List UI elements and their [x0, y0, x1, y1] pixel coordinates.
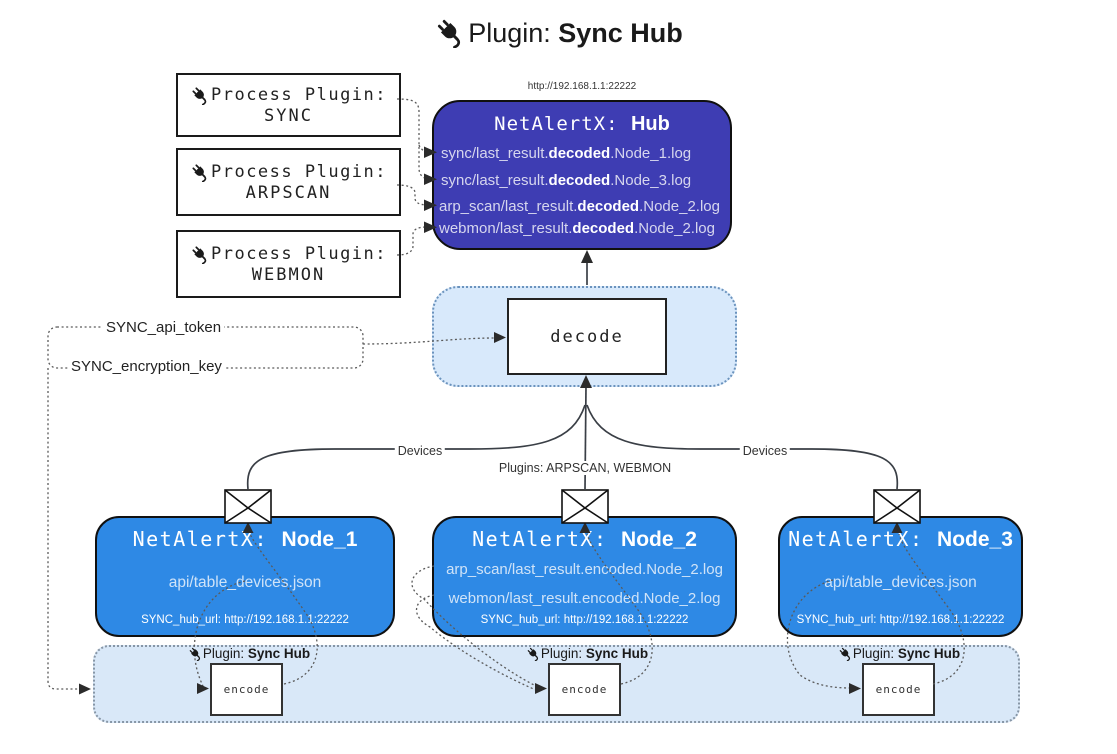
hub-log-line: webmon/last_result.decoded.Node_2.log	[439, 220, 715, 237]
edge-webmon-to-hub	[396, 226, 428, 256]
hub-log-line: sync/last_result.decoded.Node_3.log	[441, 172, 692, 189]
hub-log-line: arp_scan/last_result.decoded.Node_2.log	[439, 198, 720, 215]
encode-box-2: encode	[548, 663, 621, 716]
node-hub-url: SYNC_hub_url: http://192.168.1.1:22222	[480, 614, 689, 626]
edge-sync-to-hub	[396, 98, 431, 180]
edge-key-to-encode-panel	[47, 368, 80, 690]
encode-box-1: encode	[210, 663, 283, 716]
process-plugin-label: Process Plugin:	[210, 84, 388, 105]
page-title: Plugin: Sync Hub	[0, 16, 1117, 50]
plugins-label-middle: Plugins: ARPSCAN, WEBMON	[495, 461, 675, 475]
process-plugin-name: ARPSCAN	[245, 182, 332, 203]
edge-arpscan-to-hub	[396, 184, 429, 206]
process-plugin-name: WEBMON	[251, 264, 326, 285]
node-box-1: NetAlertX: Node_1 api/table_devices.json…	[95, 516, 395, 637]
node-box-2: NetAlertX: Node_2 arp_scan/last_result.e…	[432, 516, 737, 637]
devices-label-left: Devices	[394, 444, 446, 458]
process-plugin-box-sync: Process Plugin: SYNC	[176, 73, 401, 137]
decode-box: decode	[507, 298, 667, 375]
node-file: api/table_devices.json	[168, 574, 322, 591]
node-hub-url: SYNC_hub_url: http://192.168.1.1:22222	[796, 614, 1005, 626]
plug-icon	[190, 84, 210, 105]
api-token-label: SYNC_api_token	[103, 319, 225, 336]
encryption-key-label: SYNC_encryption_key	[68, 358, 225, 375]
process-plugin-box-webmon: Process Plugin: WEBMON	[176, 230, 401, 298]
hub-url-label: http://192.168.1.1:22222	[527, 81, 637, 92]
devices-label-right: Devices	[739, 444, 791, 458]
node-title: NetAlertX: Node_3	[788, 527, 1013, 551]
plug-icon	[837, 646, 854, 662]
encode-plugin-label: Plugin: Sync Hub	[187, 646, 310, 662]
node-file: arp_scan/last_result.encoded.Node_2.log	[446, 561, 723, 578]
node-file: webmon/last_result.encoded.Node_2.log	[448, 590, 721, 607]
plug-icon	[187, 646, 204, 662]
hub-box: NetAlertX: Hub sync/last_result.decoded.…	[432, 100, 732, 250]
node-title: NetAlertX: Node_1	[132, 527, 358, 551]
node-box-3: NetAlertX: Node_3 api/table_devices.json…	[778, 516, 1023, 637]
plug-icon	[525, 646, 542, 662]
plug-icon	[434, 16, 467, 50]
process-plugin-label: Process Plugin:	[210, 161, 388, 182]
process-plugin-name: SYNC	[264, 105, 313, 126]
hub-title: NetAlertX: Hub	[494, 113, 670, 135]
plug-icon	[190, 243, 210, 264]
encode-plugin-label: Plugin: Sync Hub	[525, 646, 648, 662]
page-title-bold: Sync Hub	[558, 18, 683, 48]
node-title: NetAlertX: Node_2	[472, 527, 697, 551]
node-hub-url: SYNC_hub_url: http://192.168.1.1:22222	[141, 614, 349, 626]
encode-box-3: encode	[862, 663, 935, 716]
encode-plugin-label: Plugin: Sync Hub	[837, 646, 960, 662]
plug-icon	[190, 161, 210, 182]
process-plugin-label: Process Plugin:	[210, 243, 388, 264]
hub-log-line: sync/last_result.decoded.Node_1.log	[441, 145, 692, 162]
process-plugin-box-arpscan: Process Plugin: ARPSCAN	[176, 148, 401, 216]
page-title-label: Plugin:	[468, 18, 559, 48]
node-file: api/table_devices.json	[824, 574, 977, 591]
